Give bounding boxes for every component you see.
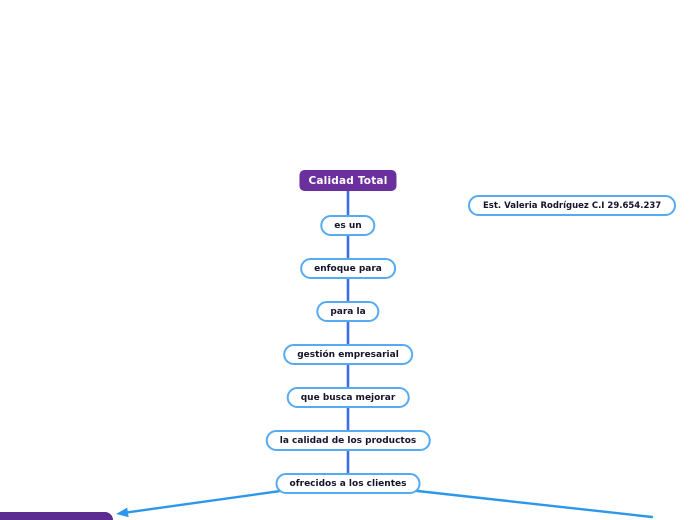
node-que-busca-mejorar[interactable]: que busca mejorar: [286, 387, 410, 408]
note-author[interactable]: Est. Valeria Rodríguez C.I 29.654.237: [468, 195, 677, 216]
node-gestion-empresarial[interactable]: gestión empresarial: [283, 344, 413, 365]
node-enfoque-para[interactable]: enfoque para: [300, 258, 396, 279]
node-para-la[interactable]: para la: [316, 301, 380, 322]
right-branch-line: [402, 488, 654, 519]
node-es-un[interactable]: es un: [320, 215, 376, 236]
left-branch-line: [126, 488, 293, 514]
node-la-calidad-de-los-productos[interactable]: la calidad de los productos: [265, 430, 431, 451]
left-branch-arrowhead-icon: [116, 507, 129, 518]
node-ofrecidos-a-los-clientes[interactable]: ofrecidos a los clientes: [275, 473, 421, 494]
offscreen-branch-node[interactable]: [0, 512, 113, 520]
node-calidad-total[interactable]: Calidad Total: [299, 170, 397, 191]
